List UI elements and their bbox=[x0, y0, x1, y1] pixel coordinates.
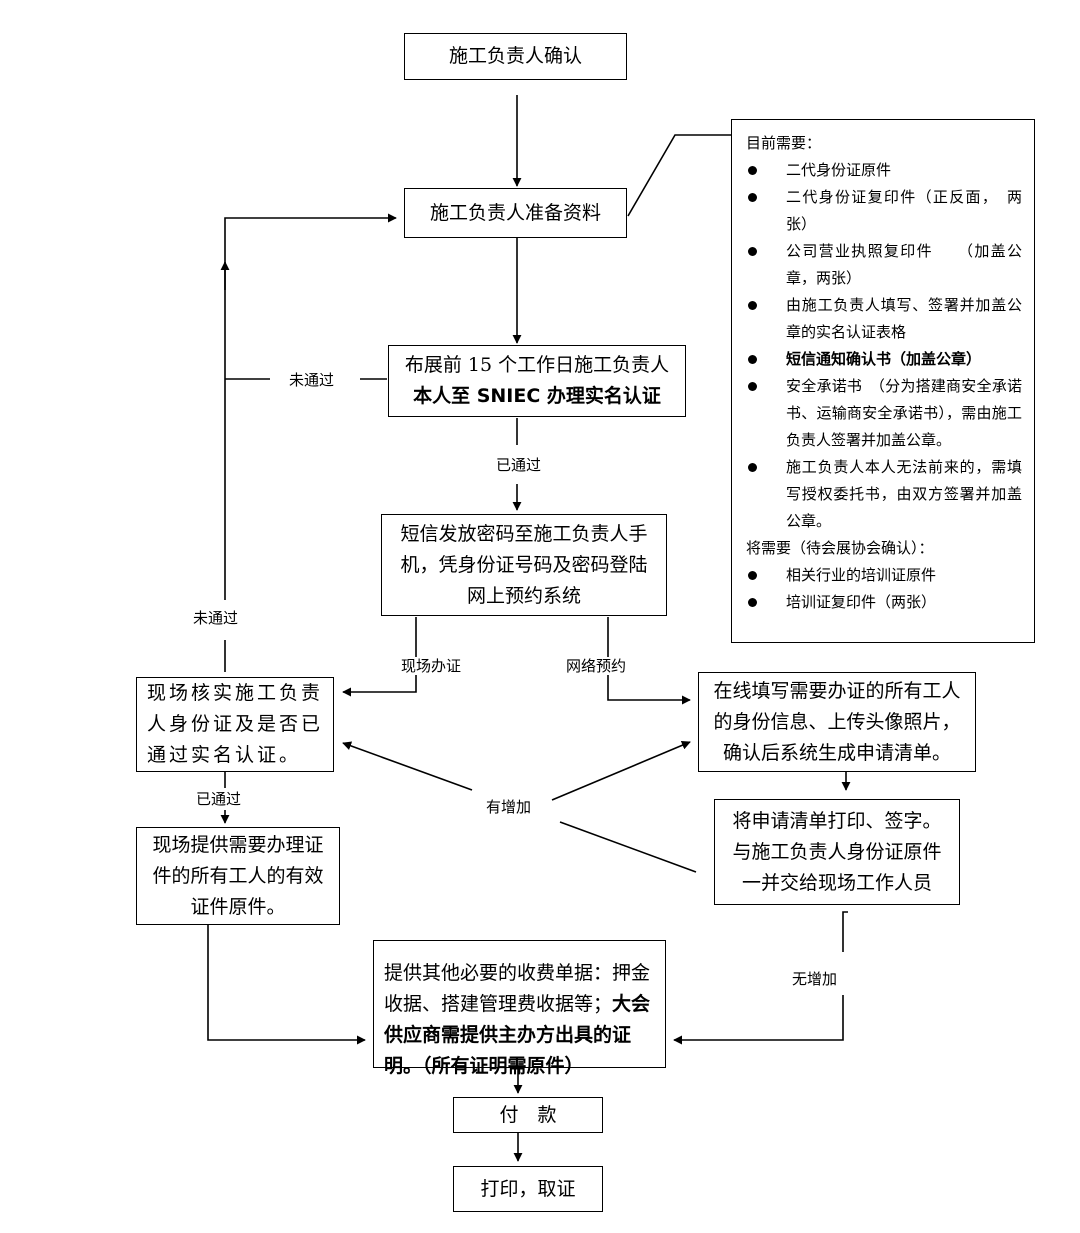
node-payment-text: 付 款 bbox=[499, 1103, 557, 1126]
arrow-more-to-online bbox=[551, 740, 691, 801]
node-online-fill-text: 在线填写需要办证的所有工人 的身份信息、上传头像照片， 确认后系统生成申请清单。 bbox=[713, 679, 961, 764]
requirement-item: 安全承诺书 （分为搭建商安全承诺书、运输商安全承诺书），需由施工负责人签署并加盖… bbox=[746, 373, 1022, 454]
arrow-sms-to-online bbox=[607, 617, 691, 705]
requirement-item: 施工负责人本人无法前来的，需填写授权委托书，由双方签署并加盖公章。 bbox=[746, 454, 1022, 535]
arrow-provide-to-fees bbox=[207, 925, 366, 1045]
node-fees-normal: 提供其他必要的收费单据：押金 收据、搭建管理费收据等； bbox=[384, 961, 651, 1015]
requirement-item: 短信通知确认书（加盖公章） bbox=[746, 346, 1022, 373]
label-not-passed-2: 未通过 bbox=[193, 609, 239, 627]
node-fees-bold: 大会 供应商需提供主办方出具的证 明。（所有证明需原件） bbox=[384, 992, 651, 1077]
node-provide-docs: 现场提供需要办理证 件的所有工人的有效 证件原件。 bbox=[136, 827, 340, 925]
node-realname-line1: 布展前 15 个工作日施工负责人 bbox=[404, 354, 670, 376]
line-more-from-print bbox=[559, 821, 697, 873]
arrow-feedback-to-prepare bbox=[224, 213, 397, 600]
node-payment: 付 款 bbox=[453, 1097, 603, 1133]
requirement-item: 公司营业执照复印件 （加盖公章，两张） bbox=[746, 238, 1022, 292]
node-prepare-text: 施工负责人准备资料 bbox=[429, 201, 601, 224]
node-confirm: 施工负责人确认 bbox=[404, 33, 627, 80]
label-onsite: 现场办证 bbox=[401, 657, 462, 675]
requirements-current-heading: 目前需要： bbox=[746, 134, 822, 152]
requirements-current-list: 二代身份证原件二代身份证复印件（正反面， 两张）公司营业执照复印件 （加盖公章，… bbox=[746, 157, 1022, 535]
node-onsite-check: 现场核实施工负责 人身份证及是否已 通过实名认证。 bbox=[136, 677, 334, 772]
requirement-item: 相关行业的培训证原件 bbox=[746, 562, 1022, 589]
requirement-item: 二代身份证原件 bbox=[746, 157, 1022, 184]
node-realname: 布展前 15 个工作日施工负责人 本人至 SNIEC 办理实名认证 bbox=[388, 345, 686, 417]
node-fees: 提供其他必要的收费单据：押金 收据、搭建管理费收据等；大会 供应商需提供主办方出… bbox=[373, 940, 666, 1077]
node-provide-docs-text: 现场提供需要办理证 件的所有工人的有效 证件原件。 bbox=[152, 833, 324, 918]
label-no-more: 无增加 bbox=[792, 970, 838, 988]
label-passed-1: 已通过 bbox=[496, 456, 542, 474]
node-print-collect-text: 打印，取证 bbox=[480, 1177, 576, 1200]
label-not-passed-1: 未通过 bbox=[289, 371, 335, 389]
requirement-item: 培训证复印件（两张） bbox=[746, 589, 1022, 616]
arrow-sms-to-onsite bbox=[342, 617, 417, 697]
node-print-sign-text: 将申请清单打印、签字。 与施工负责人身份证原件 一并交给现场工作人员 bbox=[732, 809, 942, 894]
node-sms-text: 短信发放密码至施工负责人手 机，凭身份证号码及密码登陆 网上预约系统 bbox=[400, 522, 648, 607]
callout-line bbox=[627, 134, 731, 217]
label-passed-2: 已通过 bbox=[196, 790, 242, 808]
requirement-item: 二代身份证复印件（正反面， 两张） bbox=[746, 184, 1022, 238]
arrow-no-more-to-fees bbox=[673, 995, 844, 1045]
node-prepare: 施工负责人准备资料 bbox=[404, 188, 627, 238]
requirements-panel: 目前需要： 二代身份证原件二代身份证复印件（正反面， 两张）公司营业执照复印件 … bbox=[731, 119, 1035, 643]
node-print-collect: 打印，取证 bbox=[453, 1166, 603, 1212]
node-sms: 短信发放密码至施工负责人手 机，凭身份证号码及密码登陆 网上预约系统 bbox=[381, 514, 667, 616]
node-realname-line2: 本人至 SNIEC 办理实名认证 bbox=[413, 385, 661, 407]
requirements-future-heading: 将需要（待会展协会确认）： bbox=[746, 539, 934, 557]
requirements-future-list: 相关行业的培训证原件培训证复印件（两张） bbox=[746, 562, 1022, 616]
line-print-no-more-top bbox=[842, 911, 848, 952]
node-onsite-check-text: 现场核实施工负责 人身份证及是否已 通过实名认证。 bbox=[147, 682, 324, 766]
node-online-fill: 在线填写需要办证的所有工人 的身份信息、上传头像照片， 确认后系统生成申请清单。 bbox=[698, 672, 976, 772]
node-confirm-text: 施工负责人确认 bbox=[448, 45, 582, 67]
node-print-sign: 将申请清单打印、签字。 与施工负责人身份证原件 一并交给现场工作人员 bbox=[714, 799, 960, 905]
arrow-more-to-onsite bbox=[342, 741, 473, 791]
label-has-more: 有增加 bbox=[486, 798, 532, 816]
label-online: 网络预约 bbox=[566, 657, 627, 675]
requirement-item: 由施工负责人填写、签署并加盖公章的实名认证表格 bbox=[746, 292, 1022, 346]
